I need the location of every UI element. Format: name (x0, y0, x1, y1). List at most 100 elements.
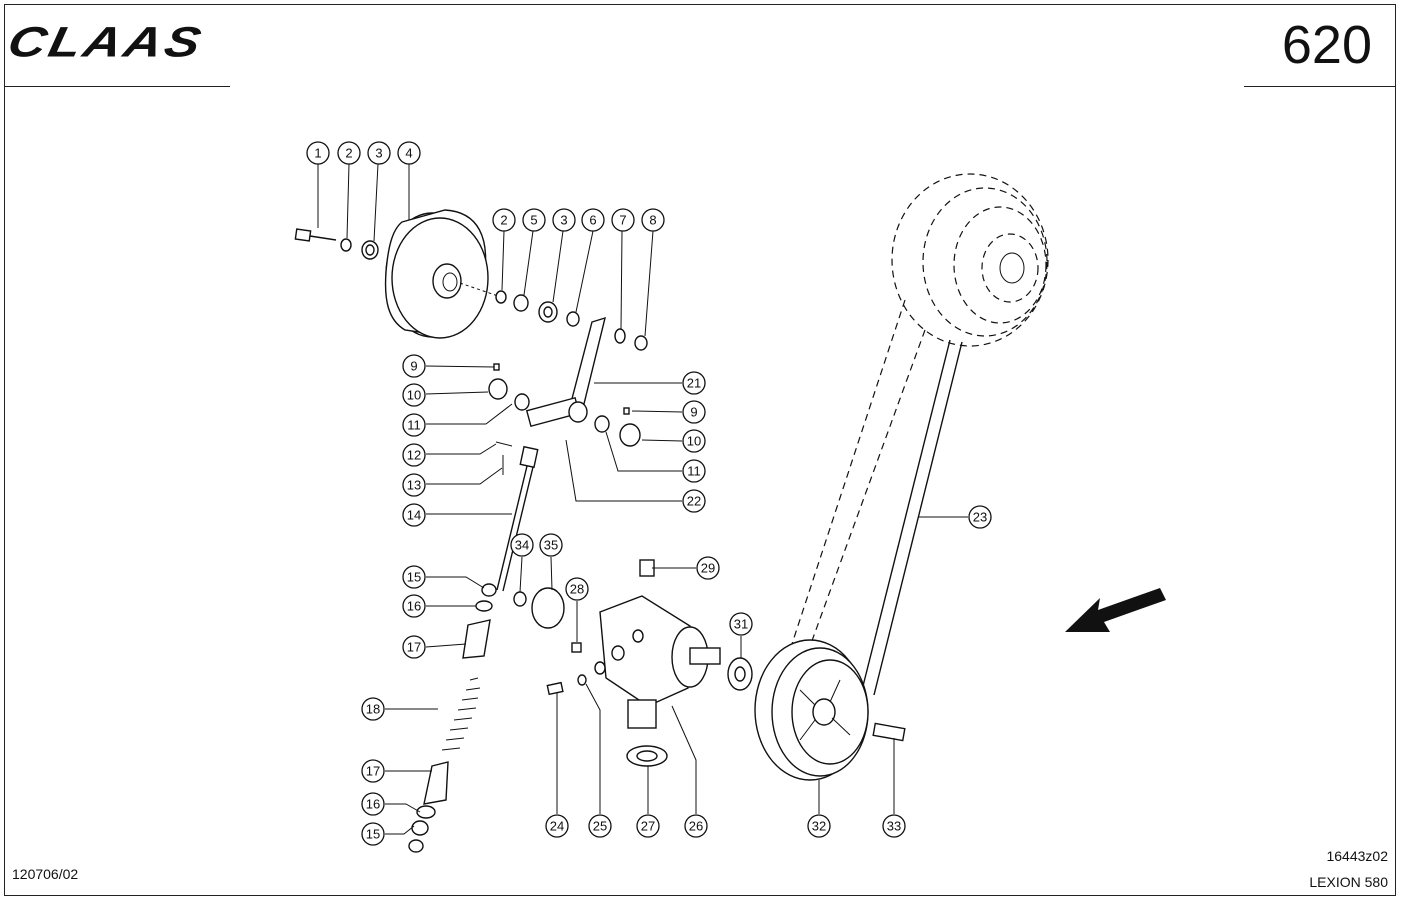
callout-label: 7 (619, 213, 626, 228)
callout-label: 34 (515, 538, 529, 553)
callout-label: 9 (690, 405, 697, 420)
callout-label: 6 (589, 213, 596, 228)
callout: 33 (882, 814, 906, 838)
callout: 11 (402, 413, 426, 437)
model-name: LEXION 580 (1309, 874, 1388, 890)
callout: 24 (545, 814, 569, 838)
callout-label: 11 (407, 418, 421, 433)
callout: 17 (361, 759, 385, 783)
callout-label: 9 (410, 359, 417, 374)
page-number: 620 (1281, 15, 1372, 75)
callout: 14 (402, 503, 426, 527)
callout-label: 28 (570, 582, 584, 597)
callout-label: 13 (407, 478, 421, 493)
callout-label: 18 (366, 702, 380, 717)
callout: 27 (636, 814, 660, 838)
callout-label: 16 (366, 797, 380, 812)
callout-label: 15 (366, 827, 380, 842)
tension-arm (488, 316, 641, 447)
callout-label: 23 (973, 510, 987, 525)
callout-label: 24 (550, 819, 564, 834)
callout: 32 (807, 814, 831, 838)
doc-code: 120706/02 (12, 866, 79, 882)
callout: 15 (402, 565, 426, 589)
callout: 5 (522, 208, 546, 232)
callout: 25 (588, 814, 612, 838)
leader-lines (317, 163, 968, 835)
callout: 22 (682, 489, 706, 513)
callout: 15 (361, 822, 385, 846)
callout: 9 (682, 400, 706, 424)
callout-label: 33 (887, 819, 901, 834)
callout: 7 (611, 208, 635, 232)
spring-assembly (408, 583, 497, 853)
callout-label: 15 (407, 570, 421, 585)
adjusting-rod (495, 441, 539, 592)
callout: 16 (361, 792, 385, 816)
callout: 9 (402, 354, 426, 378)
callout-label: 32 (812, 819, 826, 834)
upper-pulley-dashed (891, 173, 1049, 347)
header-rule-left (4, 86, 230, 87)
callout: 13 (402, 473, 426, 497)
callout-label: 35 (544, 538, 558, 553)
drive-belt (789, 299, 963, 696)
callout: 16 (402, 594, 426, 618)
callout-label: 3 (375, 146, 382, 161)
callout-label: 11 (687, 464, 701, 479)
direction-arrow (1065, 588, 1166, 632)
callouts: 1 2 3 4 2 5 3 6 7 8 9 10 11 12 13 14 21 … (306, 141, 992, 846)
callout-label: 1 (314, 146, 321, 161)
callout: 10 (402, 383, 426, 407)
callout: 17 (402, 635, 426, 659)
callout: 12 (402, 443, 426, 467)
callout: 21 (682, 371, 706, 395)
callout: 8 (641, 208, 665, 232)
callout-label: 17 (366, 764, 380, 779)
callout: 3 (552, 208, 576, 232)
callout-label: 26 (689, 819, 703, 834)
callout: 6 (581, 208, 605, 232)
callout: 23 (968, 505, 992, 529)
callout: 1 (306, 141, 330, 165)
callout-label: 21 (687, 376, 701, 391)
callout: 2 (492, 208, 516, 232)
callout-label: 14 (407, 508, 421, 523)
callout-label: 2 (500, 213, 507, 228)
callout: 31 (729, 612, 753, 636)
callout-label: 4 (405, 146, 412, 161)
top-hardware (294, 228, 648, 351)
callout-label: 2 (345, 146, 352, 161)
callout-label: 8 (649, 213, 656, 228)
angle-gearbox (513, 559, 906, 767)
callout: 29 (696, 556, 720, 580)
callout: 2 (337, 141, 361, 165)
callout: 35 (539, 533, 563, 557)
callout: 4 (397, 141, 421, 165)
callout: 26 (684, 814, 708, 838)
callout: 34 (510, 533, 534, 557)
header-rule-right (1244, 86, 1396, 87)
lower-pulley (754, 639, 869, 781)
callout: 3 (367, 141, 391, 165)
callout-label: 12 (407, 448, 421, 463)
callout: 11 (682, 459, 706, 483)
callout-label: 29 (701, 561, 715, 576)
callout: 28 (565, 577, 589, 601)
callout-label: 22 (687, 494, 701, 509)
callout-label: 27 (641, 819, 655, 834)
callout: 10 (682, 429, 706, 453)
callout-label: 5 (530, 213, 537, 228)
drawing-id: 16443z02 (1326, 848, 1388, 864)
callout: 18 (361, 697, 385, 721)
callout-label: 10 (687, 434, 701, 449)
callout-label: 10 (407, 388, 421, 403)
drawing-frame (4, 4, 1396, 896)
callout-label: 3 (560, 213, 567, 228)
callout-label: 31 (734, 617, 748, 632)
callout-label: 16 (407, 599, 421, 614)
callout-label: 25 (593, 819, 607, 834)
callout-label: 17 (407, 640, 421, 655)
idler-pulley (384, 209, 499, 339)
